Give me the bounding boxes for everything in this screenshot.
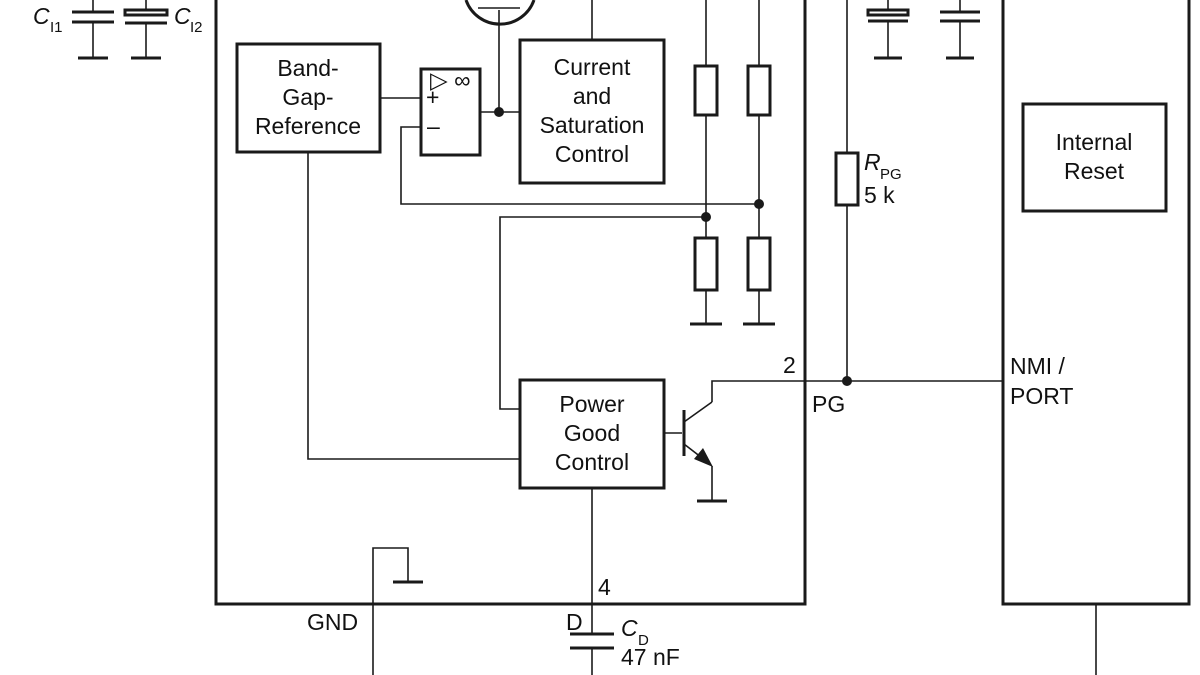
- rpg-value: 5 k: [864, 182, 895, 208]
- error-amplifier: ▷ ∞ + –: [419, 67, 482, 157]
- ci2-subscript: I2: [190, 19, 203, 36]
- rpg-symbol: R: [864, 149, 881, 175]
- capacitor-output-1: [866, 0, 910, 60]
- reset-label-2: Reset: [1064, 158, 1125, 184]
- powergood-label-1: Power: [559, 391, 625, 417]
- pin-d-name: D: [566, 609, 583, 635]
- divider-resistor-1: [693, 64, 719, 117]
- reset-label-1: Internal: [1056, 129, 1133, 155]
- current-label-1: Current: [554, 54, 631, 80]
- mcu-pin-label-1: NMI /: [1010, 353, 1066, 379]
- ci1-subscript: I1: [50, 19, 63, 36]
- current-saturation-control-block: Current and Saturation Control: [518, 38, 666, 185]
- opamp-symbol: ▷ ∞: [430, 67, 470, 93]
- powergood-label-2: Good: [564, 420, 620, 446]
- capacitor-cd: C D 47 nF: [570, 615, 680, 670]
- rpg-subscript: PG: [880, 166, 902, 183]
- mcu-frame: [1001, 0, 1191, 606]
- opamp-minus: –: [427, 113, 440, 139]
- capacitor-output-2: [940, 0, 980, 60]
- ic-frame: [214, 0, 807, 606]
- bandgap-label-2: Gap-: [282, 84, 333, 110]
- divider-resistor-4: [746, 236, 772, 292]
- bandgap-label-3: Reference: [255, 113, 361, 139]
- pin-gnd-name: GND: [307, 609, 358, 635]
- cd-value: 47 nF: [621, 644, 680, 670]
- current-label-4: Control: [555, 141, 629, 167]
- pass-transistor: [464, 0, 536, 112]
- powergood-label-3: Control: [555, 449, 629, 475]
- internal-reset-block: Internal Reset: [1021, 102, 1168, 213]
- power-good-control-block: Power Good Control: [518, 378, 666, 490]
- cd-symbol: C: [621, 615, 638, 641]
- pin-pg-name: PG: [812, 391, 845, 417]
- mcu-pin-label-2: PORT: [1010, 383, 1073, 409]
- current-label-3: Saturation: [540, 112, 645, 138]
- pin-4-number: 4: [598, 574, 611, 600]
- pg-output-transistor: [682, 401, 713, 467]
- divider-resistor-3: [693, 236, 719, 292]
- ci2-symbol: C: [174, 3, 191, 29]
- ci1-symbol: C: [33, 3, 50, 29]
- current-label-2: and: [573, 83, 611, 109]
- capacitor-ci1: C I1: [33, 0, 114, 60]
- pin-2-number: 2: [783, 352, 796, 378]
- cd-subscript: D: [638, 632, 649, 649]
- divider-resistor-2: [746, 64, 772, 117]
- wires: [307, 0, 1003, 675]
- bandgap-reference-block: Band- Gap- Reference: [235, 42, 382, 154]
- capacitor-ci2: C I2: [123, 0, 203, 60]
- resistor-rpg: [834, 151, 860, 207]
- junction-dots: [494, 107, 852, 386]
- bandgap-label-1: Band-: [277, 55, 338, 81]
- opamp-plus: +: [426, 84, 439, 110]
